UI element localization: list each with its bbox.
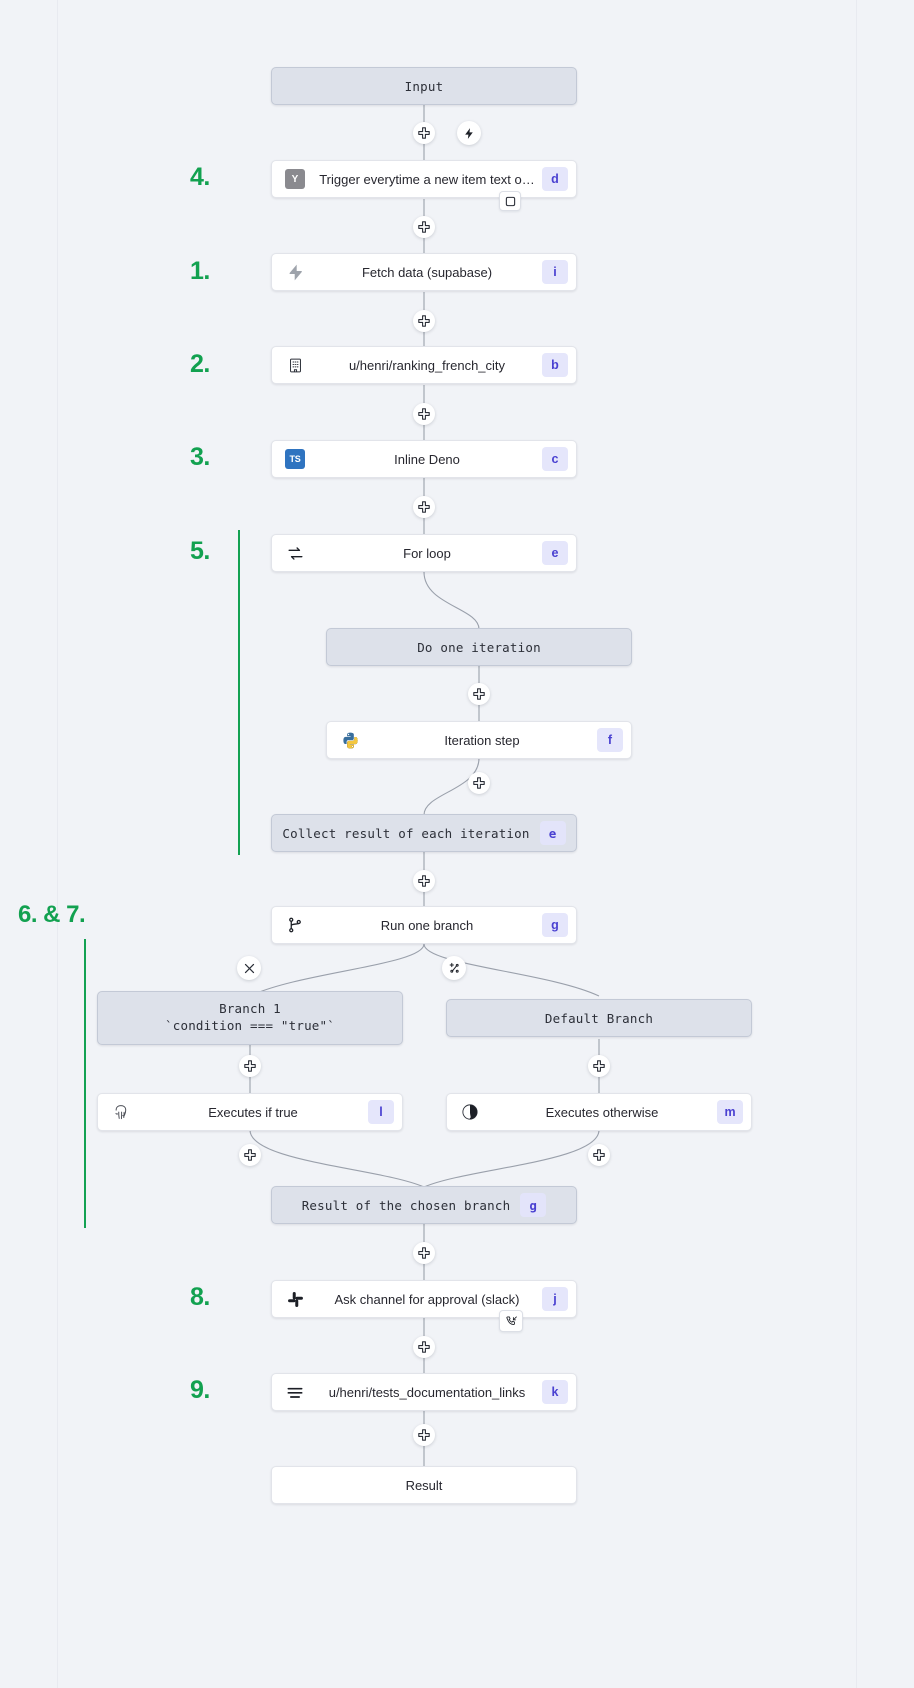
slack-approval-node[interactable]: Ask channel for approval (slack) j [271, 1280, 577, 1318]
slack-approval-node-label: Ask channel for approval (slack) [334, 1291, 520, 1307]
tests-documentation-links-node[interactable]: u/henri/tests_documentation_links k [271, 1373, 577, 1411]
step-number-1: 1. [190, 257, 210, 285]
do-one-iteration-node-label: Do one iteration [417, 639, 541, 655]
add-step-button-1[interactable] [413, 122, 435, 144]
trigger-node[interactable]: Y Trigger everytime a new item text o… d [271, 160, 577, 198]
step-number-5: 5. [190, 537, 210, 565]
do-one-iteration-node[interactable]: Do one iteration [326, 628, 632, 666]
run-one-branch-node-label: Run one branch [380, 917, 474, 933]
iteration-step-node-tag: f [597, 728, 623, 752]
fetch-data-node-label: Fetch data (supabase) [361, 264, 493, 280]
iteration-step-node-label: Iteration step [444, 732, 520, 748]
step-number-3: 3. [190, 443, 210, 471]
branch-icon [278, 916, 312, 934]
step-number-4: 4. [190, 163, 210, 191]
loop-icon [278, 544, 312, 563]
list-icon [278, 1382, 312, 1402]
run-one-branch-node-tag: g [542, 913, 568, 937]
result-of-chosen-branch-node-label: Result of the chosen branch [301, 1197, 511, 1213]
phone-callback-icon[interactable] [499, 1310, 523, 1332]
collect-result-node[interactable]: Collect result of each iteration e [271, 814, 577, 852]
for-loop-node-label: For loop [403, 545, 451, 561]
add-step-button-3[interactable] [413, 310, 435, 332]
postgres-icon [104, 1103, 138, 1121]
typescript-icon: TS [278, 449, 312, 469]
input-node-label: Input [404, 78, 444, 94]
executes-otherwise-node-label: Executes otherwise [545, 1104, 659, 1120]
branch-1-node-label: Branch 1 [219, 1001, 281, 1017]
executes-if-true-node[interactable]: Executes if true l [97, 1093, 403, 1131]
fetch-data-node-tag: i [542, 260, 568, 284]
canvas-left-edge [57, 0, 58, 1688]
ranking-french-city-node[interactable]: u/henri/ranking_french_city b [271, 346, 577, 384]
branch-1-node[interactable]: Branch 1 `condition === "true"` [97, 991, 403, 1045]
add-step-button-12[interactable] [588, 1144, 610, 1166]
deno-icon [453, 1103, 487, 1121]
building-icon [278, 357, 312, 374]
result-node[interactable]: Result [271, 1466, 577, 1504]
add-branch-icon[interactable] [442, 956, 466, 980]
executes-otherwise-node[interactable]: Executes otherwise m [446, 1093, 752, 1131]
executes-otherwise-node-tag: m [717, 1100, 743, 1124]
supabase-icon [278, 263, 312, 282]
tests-documentation-links-node-label: u/henri/tests_documentation_links [328, 1384, 526, 1400]
inline-deno-node-tag: c [542, 447, 568, 471]
fetch-data-node[interactable]: Fetch data (supabase) i [271, 253, 577, 291]
input-node[interactable]: Input [271, 67, 577, 105]
add-step-button-13[interactable] [413, 1242, 435, 1264]
add-step-button-6[interactable] [468, 683, 490, 705]
inline-deno-node[interactable]: TS Inline Deno c [271, 440, 577, 478]
trigger-lightning-badge[interactable] [457, 121, 481, 145]
trigger-node-tag: d [542, 167, 568, 191]
yaml-tile-icon: Y [278, 169, 312, 189]
step-number-6-and-7: 6. & 7. [18, 901, 86, 928]
for-loop-node-tag: e [542, 541, 568, 565]
add-step-button-9[interactable] [239, 1055, 261, 1077]
trigger-node-label: Trigger everytime a new item text o… [319, 171, 535, 187]
add-step-button-5[interactable] [413, 496, 435, 518]
result-of-chosen-branch-node-tag: g [520, 1193, 547, 1217]
add-step-button-14[interactable] [413, 1336, 435, 1358]
branch-1-node-condition: `condition === "true"` [165, 1018, 335, 1033]
ranking-french-city-node-label: u/henri/ranking_french_city [348, 357, 506, 373]
default-branch-node[interactable]: Default Branch [446, 999, 752, 1037]
python-icon [333, 731, 367, 750]
executes-if-true-node-tag: l [368, 1100, 394, 1124]
for-loop-group-bracket [238, 530, 240, 855]
result-node-label: Result [405, 1477, 443, 1493]
result-of-chosen-branch-node[interactable]: Result of the chosen branch g [271, 1186, 577, 1224]
add-step-button-2[interactable] [413, 216, 435, 238]
for-loop-node[interactable]: For loop e [271, 534, 577, 572]
ranking-french-city-node-tag: b [542, 353, 568, 377]
square-icon[interactable] [499, 191, 521, 211]
executes-if-true-node-label: Executes if true [208, 1104, 298, 1120]
iteration-step-node[interactable]: Iteration step f [326, 721, 632, 759]
step-number-2: 2. [190, 350, 210, 378]
add-step-button-7[interactable] [468, 772, 490, 794]
branch-group-bracket [84, 939, 86, 1228]
add-step-button-4[interactable] [413, 403, 435, 425]
collect-result-node-tag: e [539, 821, 566, 845]
collect-result-node-label: Collect result of each iteration [282, 825, 530, 841]
run-one-branch-node[interactable]: Run one branch g [271, 906, 577, 944]
step-number-8: 8. [190, 1283, 210, 1311]
slack-approval-node-tag: j [542, 1287, 568, 1311]
add-step-button-8[interactable] [413, 870, 435, 892]
x-icon[interactable] [237, 956, 261, 980]
add-step-button-11[interactable] [239, 1144, 261, 1166]
inline-deno-node-label: Inline Deno [394, 451, 460, 467]
tests-documentation-links-node-tag: k [542, 1380, 568, 1404]
step-number-9: 9. [190, 1376, 210, 1404]
default-branch-node-label: Default Branch [544, 1010, 654, 1026]
canvas-right-edge [856, 0, 857, 1688]
add-step-button-10[interactable] [588, 1055, 610, 1077]
add-step-button-15[interactable] [413, 1424, 435, 1446]
slack-icon [278, 1290, 312, 1309]
